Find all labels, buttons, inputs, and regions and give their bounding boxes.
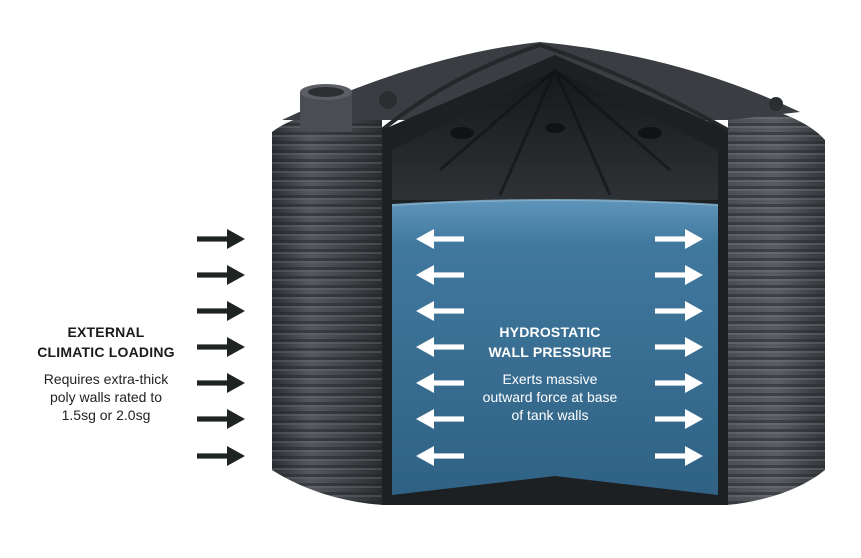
arrow-right-icon — [197, 446, 245, 466]
arrow-right-icon — [197, 337, 245, 357]
desc-line: outward force at base — [482, 389, 618, 405]
title-line: CLIMATIC LOADING — [37, 344, 175, 360]
hydrostatic-pressure-title: HYDROSTATIC WALL PRESSURE — [455, 322, 645, 362]
title-line: EXTERNAL — [67, 324, 145, 340]
hydrostatic-pressure-description: Exerts massive outward force at base of … — [455, 370, 645, 424]
desc-line: Exerts massive — [502, 371, 598, 387]
arrow-right-icon — [197, 229, 245, 249]
arrow-right-icon — [197, 409, 245, 429]
inlet-pipe — [300, 84, 352, 132]
desc-line: poly walls rated to — [49, 389, 163, 405]
title-line: HYDROSTATIC — [499, 324, 601, 340]
water-volume — [392, 200, 718, 495]
title-line: WALL PRESSURE — [488, 344, 612, 360]
external-arrows — [197, 229, 245, 466]
desc-line: Requires extra-thick — [43, 371, 169, 387]
arrow-right-icon — [197, 301, 245, 321]
roof-bolt — [379, 91, 397, 109]
arrow-right-icon — [197, 265, 245, 285]
desc-line: of tank walls — [511, 407, 589, 423]
external-loading-title: EXTERNAL CLIMATIC LOADING — [15, 322, 197, 362]
roof-bolt — [769, 97, 783, 111]
desc-line: 1.5sg or 2.0sg — [61, 407, 151, 423]
external-loading-description: Requires extra-thick poly walls rated to… — [15, 370, 197, 424]
arrow-right-icon — [197, 373, 245, 393]
